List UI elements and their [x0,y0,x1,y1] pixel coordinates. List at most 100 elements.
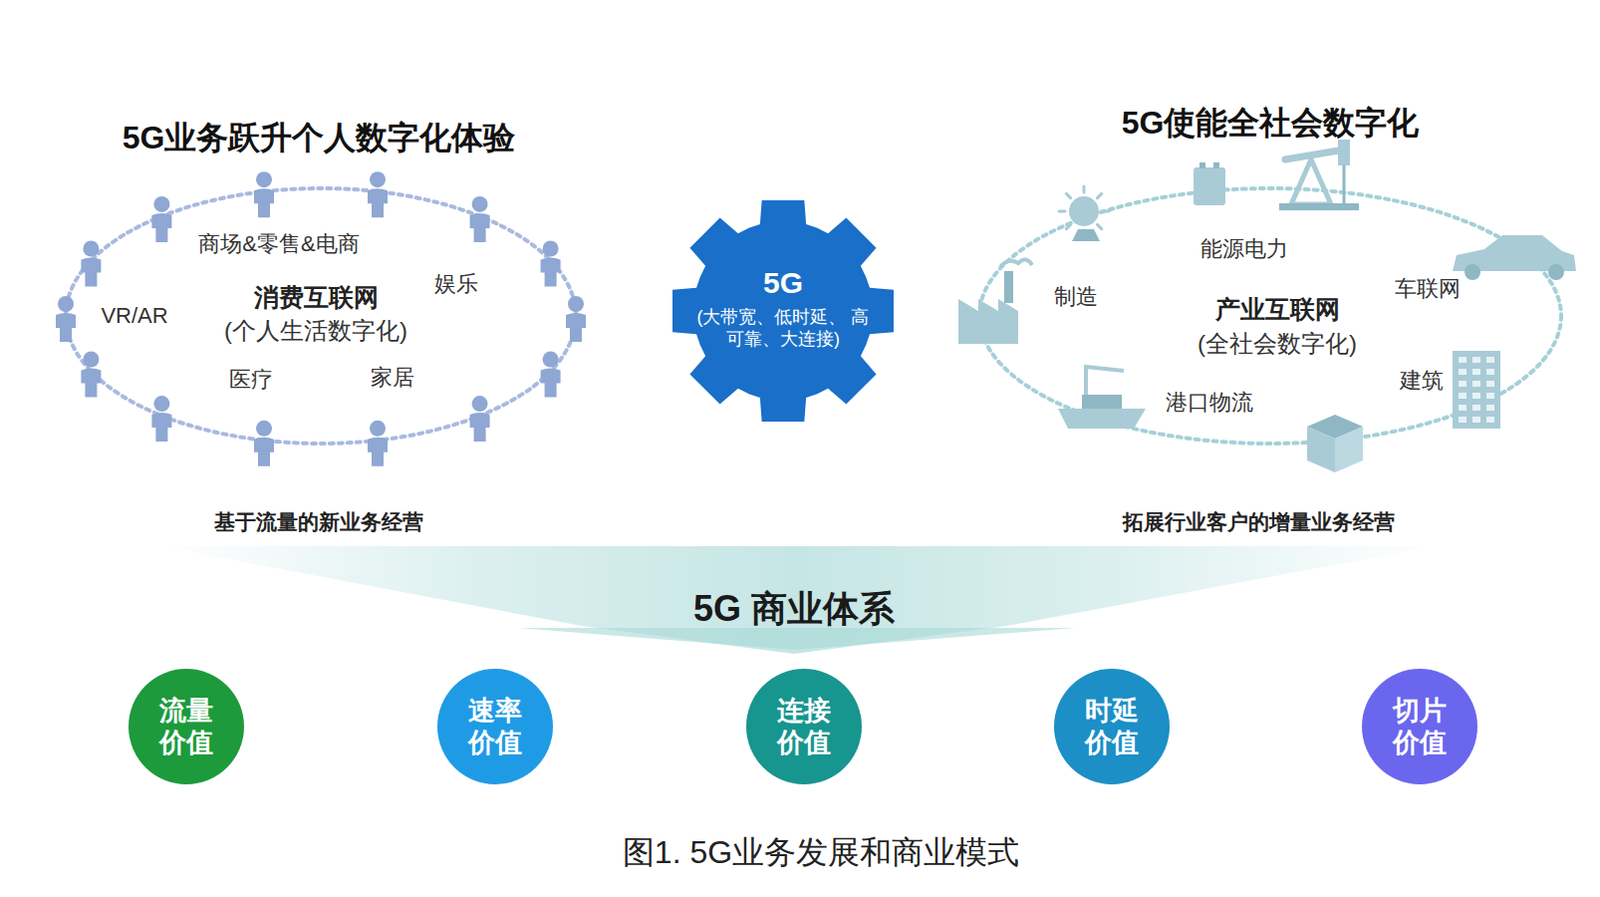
building-icon [1452,350,1501,429]
sun-ray [1102,210,1109,214]
scene-label: 家居 [370,364,415,391]
person-head [256,171,272,188]
person-icon [565,295,586,342]
sun-icon [1068,196,1099,227]
factory-chimney [1004,270,1014,303]
building-window [1472,356,1481,363]
person-body [80,258,101,287]
building-window [1458,380,1467,387]
person-head [567,295,584,312]
industry-label: 建筑 [1399,367,1444,394]
person-icon [540,241,561,287]
sun-ray [1082,186,1086,193]
sun-ray [1059,210,1066,214]
value-circle: 连接 价值 [746,668,862,785]
value-label: 时延 价值 [1076,694,1147,760]
cube-side [1307,426,1335,473]
section-title: 5G使能全社会数字化 [1121,103,1420,142]
ring-heading: 消费互联网 [254,281,379,312]
dotted-ring [65,188,576,444]
person-body [540,368,561,398]
person-head [369,420,386,437]
value-label: 流量 价值 [151,694,222,760]
person-icon [151,196,172,243]
person-icon [367,420,388,467]
person-icon [367,171,388,218]
value-circle: 流量 价值 [128,668,245,785]
gear-shape [672,200,894,422]
person-body [565,312,586,342]
value-label: 速率 价值 [460,694,531,760]
industry-label: 车联网 [1394,275,1461,302]
value-circle: 速率 价值 [437,668,553,785]
sun-ray [1066,193,1070,198]
scene-label: 娱乐 [434,270,479,297]
person-icon [254,420,274,467]
building-window [1486,356,1495,363]
industry-label: 能源电力 [1200,236,1289,263]
building-window [1472,392,1481,399]
person-head [82,351,99,368]
person-head [472,196,489,213]
person-body [470,213,491,243]
crane-arm [1085,366,1124,395]
dotted-ring [979,188,1562,444]
pump-head [1337,139,1350,166]
person-body [540,258,561,287]
pump-beam [1285,149,1345,160]
person-icon [80,241,101,287]
consumer-internet-ring: 5G业务跃升个人数字化体验消费互联网 (个人生活数字化) 商场&零售&电商娱乐 VR/… [39,99,608,548]
band-title: 5G 商业体系 [693,586,895,630]
person-body [470,412,491,442]
business-note: 拓展行业客户的增量业务经营 [1122,509,1395,534]
battery-terminal [1199,162,1206,169]
person-head [472,395,489,412]
sun-ray [1096,224,1101,229]
cube-side [1334,426,1363,473]
building-window [1458,392,1467,399]
pump-base [1279,203,1359,211]
car-wheel [1464,264,1481,280]
band-wedge [159,545,1435,654]
building-window [1458,356,1467,363]
person-head [153,196,170,213]
ring-subheading: (全社会数字化) [1197,329,1357,359]
person-icon [254,171,274,218]
person-icon [80,351,101,398]
person-body [151,213,172,243]
building-window [1458,416,1467,423]
ring-subheading: (个人生活数字化) [224,316,408,346]
value-circle-outline [1361,668,1478,785]
scene-label: VR/AR [100,302,168,329]
building-window [1472,404,1481,411]
building-window [1472,416,1481,423]
scene-label: 商场&零售&电商 [198,231,359,258]
section-title: 5G业务跃升个人数字化体验 [122,118,517,157]
building-window [1486,368,1495,375]
building-window [1486,404,1495,411]
value-circle-outline [1054,668,1170,785]
value-circle-outline [437,668,553,785]
building-window [1472,368,1481,375]
person-head [369,171,386,188]
person-body [254,437,274,467]
person-icon [540,351,561,398]
person-head [542,351,559,368]
person-body [80,368,101,398]
band-floor [518,627,1076,650]
building-window [1486,380,1495,387]
car-wheel [1548,264,1565,280]
ring-heading: 产业互联网 [1215,293,1340,324]
battery-icon [1193,167,1226,206]
scene-label: 医疗 [229,366,273,393]
factory-icon [958,298,1019,344]
person-body [367,188,388,218]
value-circle: 切片 价值 [1361,668,1478,785]
business-note: 基于流量的新业务经营 [214,509,424,534]
sun-ray [1096,193,1101,198]
person-head [57,295,74,312]
building-window [1458,368,1467,375]
value-circle-outline [128,668,245,785]
battery-terminal [1213,162,1220,169]
